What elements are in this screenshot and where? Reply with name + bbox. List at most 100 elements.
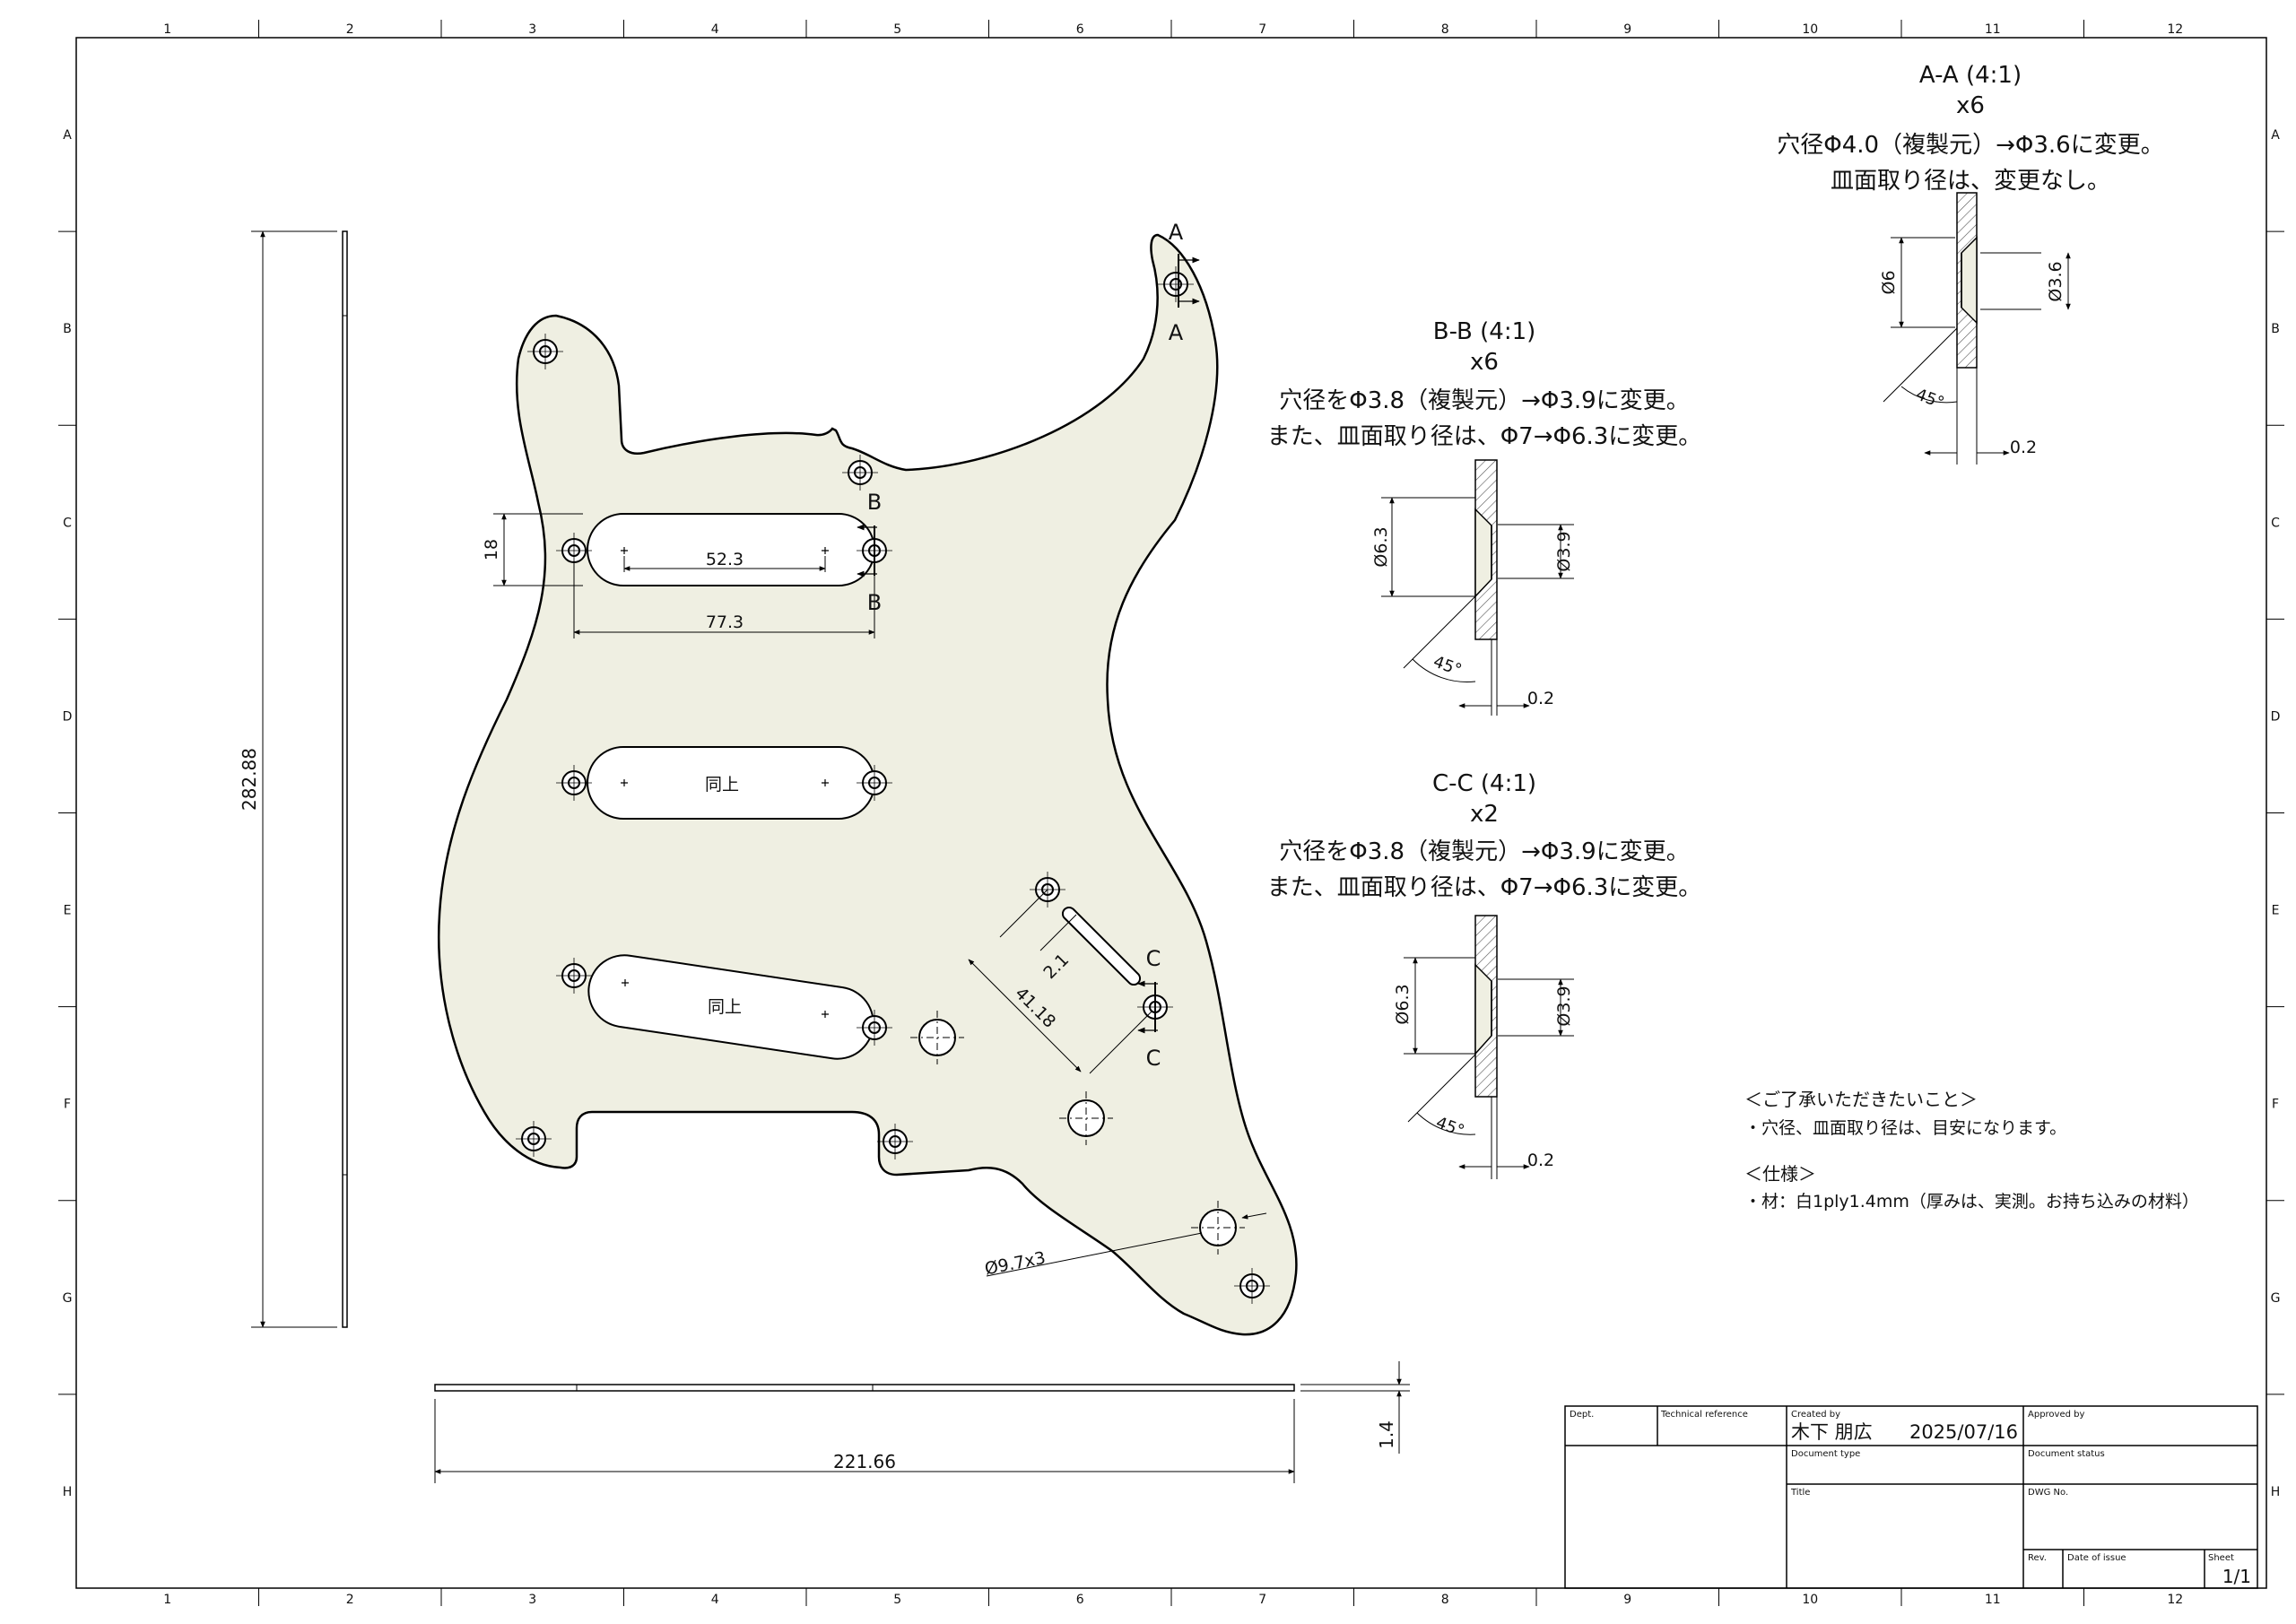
section-marker-b — [857, 524, 877, 578]
section-aa-d-outer: Ø6 — [1879, 270, 1899, 294]
section-cc-step: 0.2 — [1527, 1151, 1554, 1170]
zone-row-label-right: G — [2271, 1291, 2281, 1306]
section-marker-c-bottom: C — [1146, 1046, 1161, 1071]
zone-col-label-bottom: 1 — [163, 1593, 171, 1607]
dim-thickness-label: 1.4 — [1376, 1420, 1397, 1449]
zone-row-label-left: A — [63, 128, 72, 143]
dim-knob-holes-label: Ø9.7x3 — [983, 1248, 1047, 1280]
zone-ticks — [58, 20, 2284, 1606]
screw-hole — [556, 765, 592, 801]
section-cc-qty: x2 — [1470, 801, 1499, 828]
screw-hole — [842, 455, 878, 491]
section-aa-step: 0.2 — [2010, 438, 2037, 457]
section-marker-b-top: B — [867, 490, 882, 515]
section-marker-a — [1178, 254, 1200, 308]
notes-heading-2: ＜仕様＞ — [1744, 1163, 1816, 1185]
zone-row-label-right: B — [2271, 322, 2280, 336]
screw-hole — [527, 334, 563, 369]
section-marker-b-bottom: B — [867, 590, 882, 615]
side-view-vertical — [342, 230, 348, 1328]
screw-hole — [857, 765, 892, 801]
section-aa-profile — [1956, 192, 1978, 369]
section-cc-note1: 穴径をΦ3.8（複製元）→Φ3.9に変更。 — [1279, 838, 1689, 865]
section-cc: C-C (4:1) x2 穴径をΦ3.8（複製元）→Φ3.9に変更。 また、皿面… — [1267, 770, 1701, 1179]
tb-sheet-label: Sheet — [2208, 1553, 2234, 1563]
section-cc-dims — [1404, 957, 1574, 1179]
notes-heading-1: ＜ご了承いただきたいこと＞ — [1744, 1089, 1978, 1110]
section-marker-a-top: A — [1169, 220, 1184, 245]
section-cc-angle: 45° — [1433, 1114, 1466, 1142]
zone-col-label-bottom: 2 — [346, 1593, 354, 1607]
notes-line-1: ・穴径、皿面取り径は、目安になります。 — [1744, 1118, 2066, 1138]
zone-row-label-left: E — [64, 904, 72, 918]
tb-document-status: Document status — [2028, 1449, 2105, 1459]
section-aa-note2: 皿面取り径は、変更なし。 — [1831, 168, 2110, 195]
section-aa-angle: 45° — [1913, 386, 1946, 413]
notes-line-2: ・材：白1ply1.4mm（厚みは、実測。お持ち込みの材料） — [1744, 1192, 2199, 1211]
tb-document-type: Document type — [1791, 1449, 1860, 1459]
zone-row-label-left: C — [63, 516, 72, 530]
zone-col-label-bottom: 12 — [2167, 1593, 2183, 1607]
pickup-pole-marks — [621, 547, 829, 1018]
dim-pickup-slot-holes-label: 52.3 — [706, 550, 744, 569]
tb-date: 2025/07/16 — [1909, 1421, 2018, 1443]
dim-width: 221.66 — [434, 1399, 1295, 1483]
pickup-bridge-label: 同上 — [708, 997, 742, 1017]
section-bb-step: 0.2 — [1527, 689, 1554, 708]
section-aa-d-inner: Ø3.6 — [2046, 261, 2066, 301]
tb-dwg-no: DWG No. — [2028, 1488, 2068, 1498]
section-bb-d-inner: Ø3.9 — [1554, 531, 1574, 571]
section-bb-title: B-B (4:1) — [1433, 318, 1536, 345]
knob-hole-centerlines — [910, 1011, 1245, 1255]
zone-row-label-left: D — [63, 709, 73, 724]
zone-row-label-left: F — [64, 1098, 71, 1112]
zone-col-label-bottom: 11 — [1985, 1593, 2001, 1607]
section-bb-note2: また、皿面取り径は、Φ7→Φ6.3に変更。 — [1267, 423, 1702, 450]
tb-title: Title — [1790, 1488, 1810, 1498]
section-marker-c-top: C — [1146, 946, 1161, 971]
tb-rev: Rev. — [2028, 1553, 2047, 1563]
zone-col-label-bottom: 7 — [1258, 1593, 1266, 1607]
zone-col-label-top: 12 — [2167, 22, 2183, 37]
pickguard-front-view: 同上 同上 Ø9.7x3 — [438, 220, 1298, 1336]
tb-date-of-issue: Date of issue — [2067, 1553, 2126, 1563]
dim-pickup-width-label: 18 — [482, 539, 501, 560]
dim-height: 282.88 — [239, 230, 337, 1328]
zone-row-label-right: F — [2272, 1098, 2279, 1112]
zone-row-label-left: H — [63, 1485, 73, 1499]
zone-col-label-top: 11 — [1985, 22, 2001, 37]
screw-hole — [1234, 1268, 1270, 1304]
zone-row-label-right: A — [2271, 128, 2280, 143]
zone-col-label-top: 5 — [893, 22, 901, 37]
zone-col-label-bottom: 8 — [1441, 1593, 1449, 1607]
dim-pickup-width: 18 — [482, 513, 583, 586]
section-marker-a-bottom: A — [1169, 320, 1184, 345]
dim-thickness: 1.4 — [1300, 1361, 1410, 1454]
notes: ＜ご了承いただきたいこと＞ ・穴径、皿面取り径は、目安になります。 ＜仕様＞ ・… — [1744, 1089, 2199, 1211]
title-block — [1564, 1405, 2258, 1589]
section-bb-d-outer: Ø6.3 — [1371, 526, 1391, 567]
screw-hole — [877, 1124, 913, 1159]
zone-col-label-bottom: 6 — [1076, 1593, 1084, 1607]
screw-hole — [556, 958, 592, 994]
zone-col-label-top: 10 — [1802, 22, 1818, 37]
section-bb: B-B (4:1) x6 穴径をΦ3.8（複製元）→Φ3.9に変更。 また、皿面… — [1267, 318, 1702, 716]
section-bb-qty: x6 — [1470, 349, 1499, 376]
section-aa-dims — [1883, 237, 2071, 465]
zone-row-label-right: E — [2272, 904, 2280, 918]
tb-technical-reference: Technical reference — [1660, 1410, 1748, 1420]
section-bb-profile — [1474, 459, 1498, 640]
zone-col-label-top: 1 — [163, 22, 171, 37]
zone-col-label-top: 4 — [711, 22, 719, 37]
dim-pickup-slot-holes: 52.3 — [623, 550, 826, 572]
section-cc-title: C-C (4:1) — [1432, 770, 1536, 797]
screw-hole — [516, 1121, 552, 1157]
zone-col-label-top: 9 — [1623, 22, 1631, 37]
section-aa: A-A (4:1) x6 穴径Φ4.0（複製元）→Φ3.6に変更。 皿面取り径は… — [1777, 62, 2164, 465]
zone-col-label-top: 3 — [528, 22, 536, 37]
zone-row-label-right: H — [2271, 1485, 2281, 1499]
tb-approved-by: Approved by — [2028, 1410, 2084, 1420]
tb-dept: Dept. — [1570, 1410, 1594, 1420]
